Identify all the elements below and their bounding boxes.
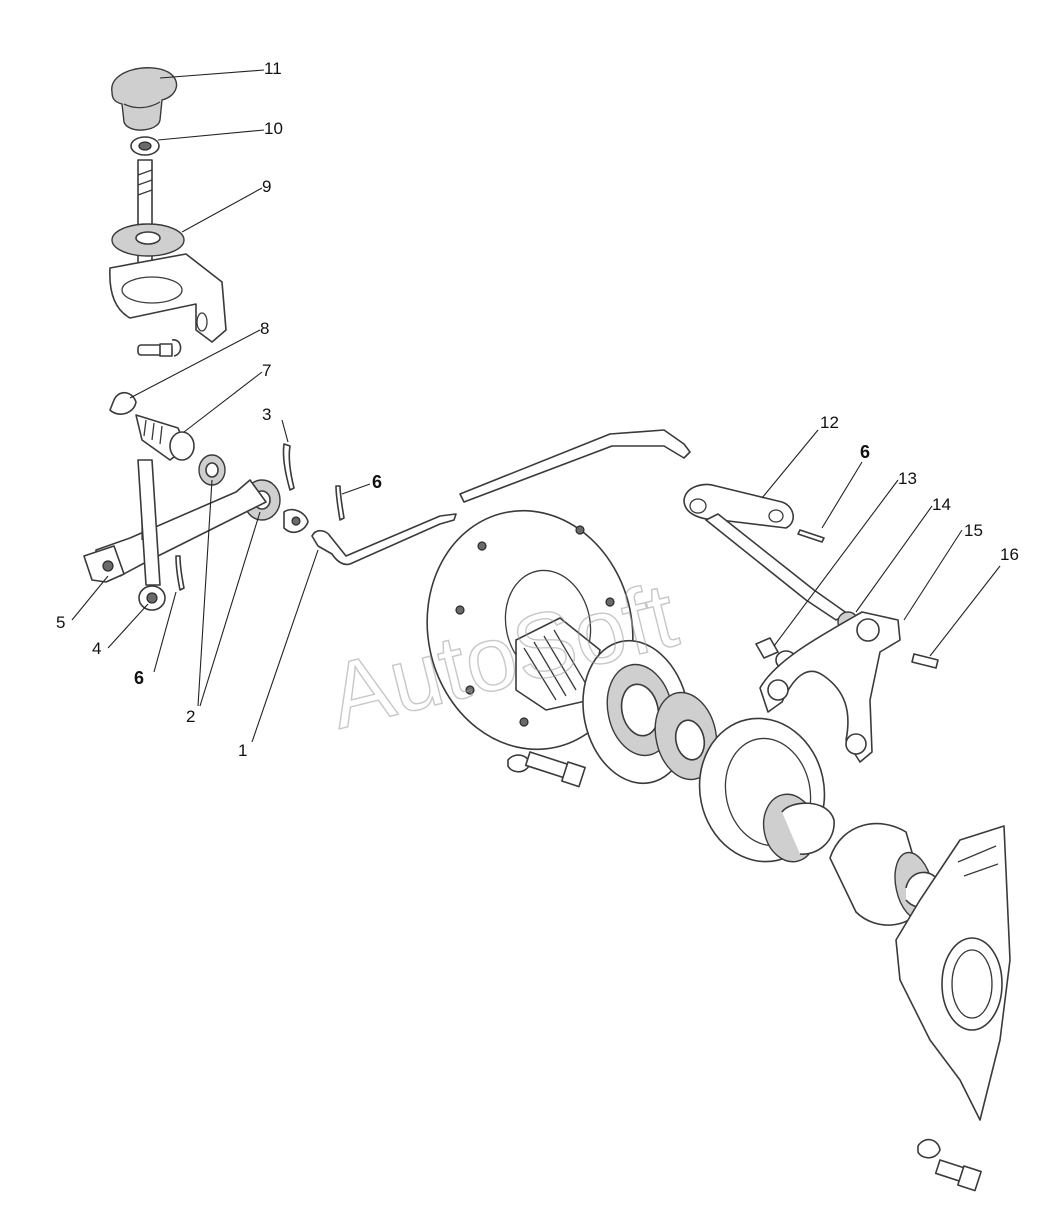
rod-part-4 bbox=[137, 459, 166, 611]
bolt-small bbox=[137, 339, 182, 357]
shift-fork-part-15 bbox=[759, 611, 901, 763]
clevis-end bbox=[283, 508, 309, 534]
callout-6-mid: 6 bbox=[372, 472, 382, 492]
leader-lines bbox=[71, 69, 1001, 743]
lever-arm bbox=[95, 466, 267, 577]
cotter-pin-part-3 bbox=[282, 443, 295, 491]
callout-1: 1 bbox=[238, 741, 247, 760]
fork-end-part-5 bbox=[83, 545, 125, 583]
gear bbox=[654, 691, 718, 781]
clutch-hub bbox=[698, 717, 835, 863]
callouts: 11 10 9 8 7 3 6 5 4 6 2 1 12 6 13 14 15 … bbox=[56, 59, 1019, 760]
callout-14: 14 bbox=[932, 495, 951, 514]
control-rod-part-1 bbox=[311, 429, 691, 566]
circlip-part-8 bbox=[109, 391, 137, 415]
pin-part-16 bbox=[911, 653, 939, 669]
callout-12: 12 bbox=[820, 413, 839, 432]
callout-6-left: 6 bbox=[134, 668, 144, 688]
callout-16: 16 bbox=[1000, 545, 1019, 564]
callout-11: 11 bbox=[264, 59, 282, 78]
bolt-flange bbox=[507, 751, 586, 788]
washer-part-9 bbox=[111, 223, 185, 257]
callout-2: 2 bbox=[186, 707, 195, 726]
callout-13: 13 bbox=[898, 469, 917, 488]
pin-part-7 bbox=[135, 414, 195, 461]
callout-8: 8 bbox=[260, 319, 269, 338]
nut-part-10 bbox=[130, 136, 160, 156]
cotter-pin-6-left bbox=[175, 555, 185, 591]
callout-10: 10 bbox=[264, 119, 283, 138]
washer-part-2a bbox=[198, 454, 226, 486]
callout-15: 15 bbox=[964, 521, 983, 540]
callout-6-right: 6 bbox=[860, 442, 870, 462]
callout-5: 5 bbox=[56, 613, 65, 632]
gearbox-casing bbox=[895, 825, 1011, 1121]
knob-part-11 bbox=[111, 67, 178, 131]
callout-7: 7 bbox=[262, 361, 271, 380]
cotter-pin-6-mid bbox=[335, 485, 345, 521]
callout-3: 3 bbox=[262, 405, 271, 424]
callout-4: 4 bbox=[92, 639, 101, 658]
cotter-pin-6-right bbox=[797, 529, 825, 543]
shift-arm-part-12 bbox=[683, 483, 849, 621]
bolt-casing bbox=[917, 1138, 982, 1192]
mounting-bracket bbox=[109, 253, 227, 343]
callout-9: 9 bbox=[262, 177, 271, 196]
